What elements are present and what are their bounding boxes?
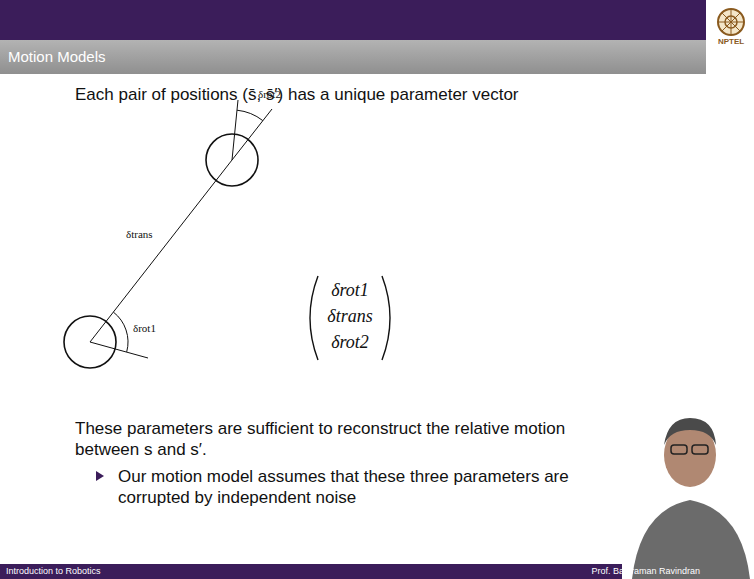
footer-text: Prof. Balaraman Ravindran bbox=[591, 565, 700, 577]
title-band bbox=[0, 40, 706, 74]
vector-entry: δrot2 bbox=[314, 331, 386, 354]
vector-entry: δrot1 bbox=[314, 279, 386, 302]
footer-text: Introduction to Robotics bbox=[6, 565, 101, 577]
slide-title: Motion Models bbox=[8, 48, 106, 67]
motion-diagram bbox=[64, 100, 272, 368]
presenter-video bbox=[622, 410, 754, 579]
footer-bar bbox=[0, 564, 706, 579]
diagram-label: δrot2 bbox=[258, 88, 281, 102]
vector-entry: δtrans bbox=[314, 305, 386, 328]
body-paragraph: These parameters are sufficient to recon… bbox=[75, 418, 595, 461]
vector-brackets bbox=[310, 276, 390, 360]
diagram-label: δrot1 bbox=[133, 322, 156, 336]
nptel-logo bbox=[718, 9, 744, 35]
bullet-triangle bbox=[96, 471, 104, 481]
bullet-text: Our motion model assumes that these thre… bbox=[118, 466, 588, 509]
top-bar bbox=[0, 0, 706, 40]
logo-text: NPTEL bbox=[714, 37, 748, 47]
intro-sentence: Each pair of positions (s̄, s̄′) has a u… bbox=[75, 84, 519, 105]
diagram-label: δtrans bbox=[126, 228, 153, 242]
